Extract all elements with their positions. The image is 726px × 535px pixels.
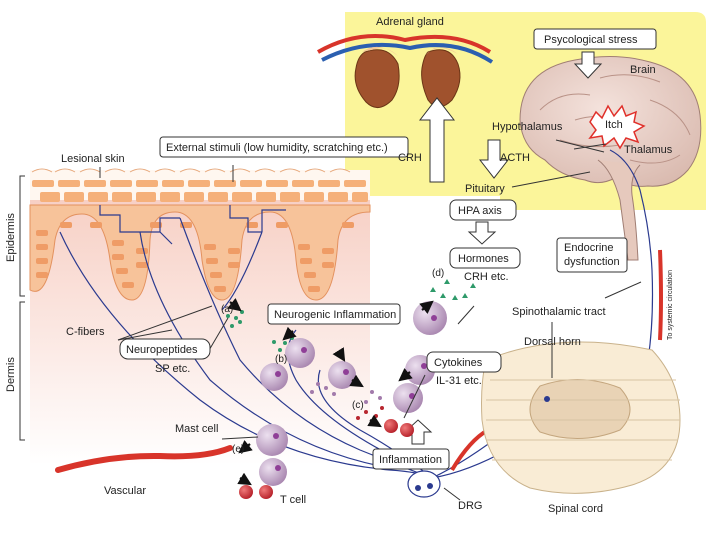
- endocrine-label-1: Endocrine: [564, 242, 614, 254]
- adrenal-gland-label: Adrenal gland: [376, 16, 444, 28]
- stress-arrow-down: [573, 51, 603, 79]
- cytokines-box: [426, 351, 502, 373]
- endocrine-box: [556, 237, 628, 273]
- mast-cells: [256, 301, 447, 486]
- acth-label: ACTH: [500, 152, 530, 164]
- release-arrows: [227, 297, 434, 486]
- label-b: (b): [275, 354, 287, 365]
- crh-label: CRH: [398, 152, 422, 164]
- psych-stress-label: Psycological stress: [544, 34, 638, 46]
- hypothalamus-label: Hypothalamus: [492, 121, 563, 133]
- thalamus-label: Thalamus: [624, 144, 673, 156]
- cord-vessel: [450, 428, 490, 472]
- left-kidney: [354, 49, 400, 108]
- sp-etc-label: SP etc.: [155, 363, 190, 375]
- il31-label: IL-31 etc.: [436, 375, 482, 387]
- dermis-bracket: [19, 301, 25, 441]
- epidermis-label: Epidermis: [5, 213, 17, 262]
- label-d: (d): [432, 268, 444, 279]
- epidermis-bracket: [19, 175, 25, 297]
- skin-scales: [31, 168, 351, 173]
- t-cell-label: T cell: [280, 494, 306, 506]
- neurogenic-box: [267, 303, 401, 325]
- neuropeptides-label: Neuropeptides: [126, 344, 198, 356]
- hpa-axis-box: [449, 199, 517, 221]
- itch-burst: [588, 104, 646, 150]
- inflammation-box: [372, 448, 450, 470]
- label-a: (a): [221, 304, 233, 315]
- spinal-cord: [481, 341, 681, 494]
- label-e: (e): [232, 444, 244, 455]
- lesional-skin-label: Lesional skin: [61, 153, 125, 165]
- dermis-label: Dermis: [5, 357, 17, 392]
- dorsal-horn-label: Dorsal horn: [524, 336, 581, 348]
- psych-stress-box: [533, 28, 657, 50]
- left-adrenal-cap: [362, 46, 398, 56]
- purple-granules: [310, 382, 382, 404]
- mast-cell-label: Mast cell: [175, 423, 218, 435]
- adrenal-vein-blue: [321, 42, 494, 64]
- basal-cells: [36, 222, 354, 292]
- rete-ridges: [29, 204, 371, 301]
- spinothalamic-label: Spinothalamic tract: [512, 306, 606, 318]
- endocrine-label-2: dysfunction: [564, 256, 620, 268]
- vascular-label: Vascular: [104, 485, 146, 497]
- spinal-cord-label: Spinal cord: [548, 503, 603, 515]
- c-fibers-label: C-fibers: [66, 326, 105, 338]
- crh-etc-label: CRH etc.: [464, 271, 509, 283]
- leader-lines: [99, 139, 642, 501]
- external-stimuli-box: [159, 136, 409, 158]
- t-cells: [239, 419, 414, 499]
- pituitary-label: Pituitary: [465, 183, 505, 195]
- external-stimuli-label: External stimuli (low humidity, scratchi…: [166, 142, 388, 154]
- label-c: (c): [352, 400, 364, 411]
- brainstem: [597, 159, 641, 261]
- hpa-to-hormones-arrow: [467, 221, 497, 245]
- systemic-vessel: [658, 249, 663, 341]
- green-granules: [226, 279, 476, 352]
- vascular-vessel: [55, 445, 233, 473]
- neurogenic-inflammation-label: Neurogenic Inflammation: [274, 309, 396, 321]
- hormones-label: Hormones: [458, 253, 509, 265]
- neuropeptides-box: [119, 338, 211, 360]
- drg-label: DRG: [458, 500, 482, 512]
- hpa-axis-label: HPA axis: [458, 205, 502, 217]
- crh-arrow-up: [418, 97, 456, 183]
- cytokines-label: Cytokines: [434, 357, 483, 369]
- brain-label: Brain: [630, 64, 656, 76]
- inflammation-label: Inflammation: [379, 454, 442, 466]
- itch-label: Itch: [605, 119, 623, 131]
- systemic-circulation-label: To systemic circulation: [667, 270, 674, 340]
- hormones-box: [449, 247, 521, 269]
- drg-ganglion: [407, 470, 441, 498]
- mast-cell-nuclei: [273, 315, 437, 471]
- adrenal-artery-red: [317, 34, 492, 54]
- right-adrenal-cap: [424, 47, 458, 56]
- skin-cells-top: [32, 180, 368, 202]
- acth-arrow-down: [478, 139, 510, 179]
